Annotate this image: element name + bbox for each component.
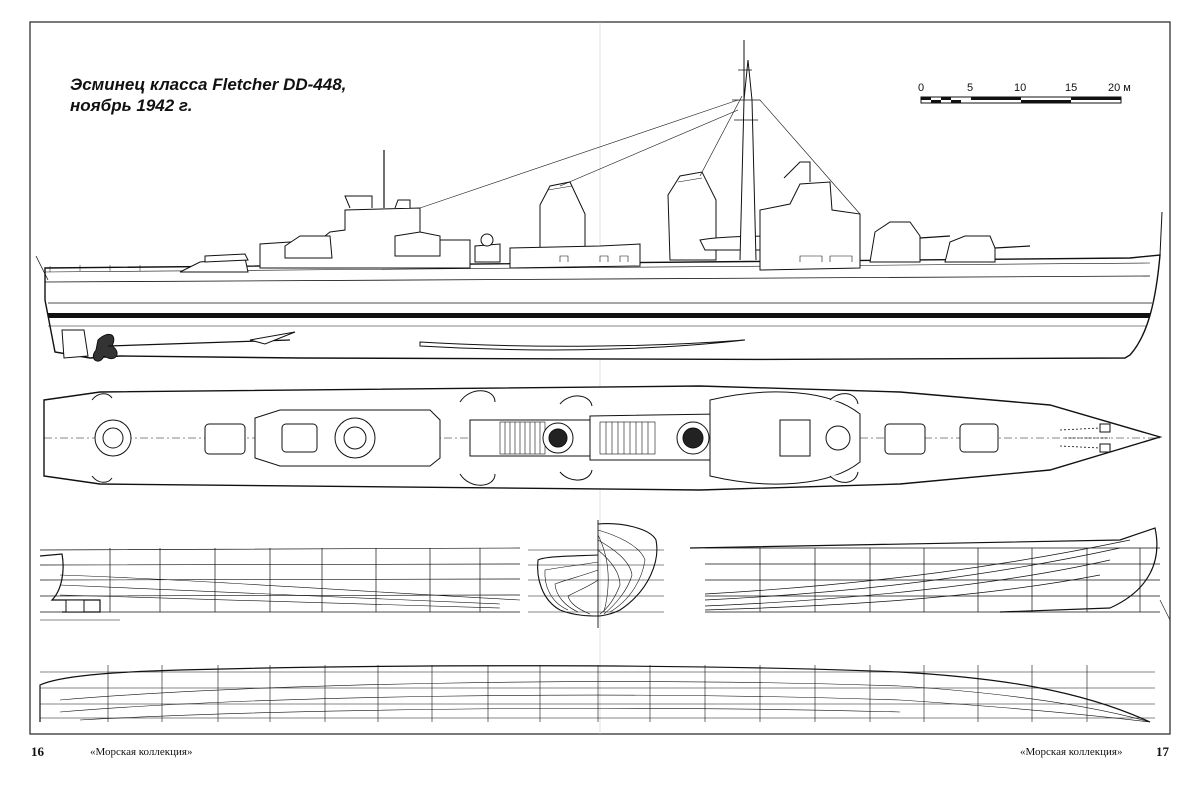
propeller (92, 333, 118, 362)
side-profile-view (35, 40, 1163, 362)
waterline-band (48, 313, 1150, 318)
bilge-keel (419, 339, 746, 351)
lines-profile-aft (39, 547, 521, 621)
torpedo-mount-aft (474, 243, 501, 263)
anchor-chain (1059, 427, 1110, 449)
left-magazine-title: «Морская коллекция» (90, 746, 193, 758)
torpedo-tubes (499, 421, 656, 455)
rudder (61, 329, 89, 359)
left-page-number: 16 (31, 744, 44, 759)
half-breadth-plan (39, 665, 1155, 723)
right-page-number: 17 (1156, 744, 1169, 759)
scale-label-20: 20 м (1108, 82, 1131, 94)
body-plan (528, 520, 664, 628)
forward-gun-mount-2 (869, 221, 921, 263)
lines-profile-forward (689, 527, 1171, 621)
scale-label-10: 10 (1014, 82, 1027, 94)
title-line-2: ноябрь 1942 г. (70, 96, 193, 115)
rigging (419, 95, 861, 215)
scale-label-15: 15 (1065, 82, 1078, 94)
scale-labels: 0 5 10 15 20 м (916, 82, 1156, 112)
half-breadth-outline (39, 665, 1151, 723)
title-line-1: Эсминец класса Fletcher DD-448, (70, 75, 347, 94)
drawing-title: Эсминец класса Fletcher DD-448, ноябрь 1… (70, 74, 346, 116)
plan-view (43, 385, 1163, 491)
bow-profile (689, 527, 1158, 613)
scale-label-0: 0 (918, 82, 925, 94)
plan-gun-mounts (94, 417, 999, 459)
scale-label-5: 5 (967, 82, 974, 94)
forward-gun-mount-1 (944, 235, 996, 263)
midships-deckhouse (509, 243, 641, 269)
main-mast (739, 59, 757, 261)
right-magazine-title: «Морская коллекция» (1020, 746, 1123, 758)
scale-bar (920, 96, 1122, 104)
bridge-structure (759, 181, 861, 271)
jackstaff (1159, 211, 1163, 256)
